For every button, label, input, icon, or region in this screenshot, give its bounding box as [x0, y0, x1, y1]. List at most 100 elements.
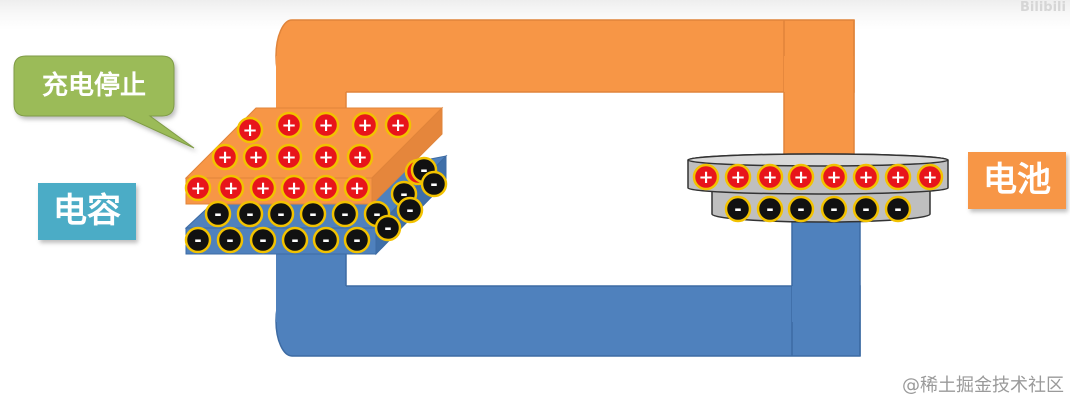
positive-charge-capacitor-top-plate-12: +: [217, 174, 245, 202]
negative-charge-capacitor-bottom-plate-11: -: [249, 226, 277, 254]
positive-charge-battery-positive-terminal-2: +: [724, 163, 752, 191]
charge-sign: +: [349, 178, 364, 199]
callout-bubble: [13, 55, 195, 149]
charge-circle: [884, 195, 912, 223]
charge-sign: -: [766, 199, 773, 220]
charge-circle: [756, 195, 784, 223]
negative-charge-capacitor-bottom-plate-17: -: [420, 170, 448, 198]
negative-charge-capacitor-bottom-plate-7: -: [331, 200, 359, 228]
charge-circle: [312, 143, 340, 171]
charge-circle: [820, 195, 848, 223]
charge-sign: -: [894, 199, 901, 220]
charge-sign: -: [291, 230, 298, 251]
charge-sign: -: [309, 204, 316, 225]
charge-circle: [420, 170, 448, 198]
charge-sign: -: [384, 218, 391, 239]
negative-charge-capacitor-bottom-plate-5: -: [267, 200, 295, 228]
negative-charge-capacitor-bottom-plate-15: -: [374, 214, 402, 242]
charge-circle: [787, 195, 815, 223]
charge-sign: -: [862, 199, 869, 220]
negative-charge-capacitor-bottom-plate-16: -: [396, 196, 424, 224]
charge-circle: [211, 143, 239, 171]
charge-circle: [351, 111, 379, 139]
positive-charge-capacitor-top-plate-9: +: [312, 143, 340, 171]
charge-circle: [396, 196, 424, 224]
negative-wire-rise-battery: [792, 214, 860, 322]
charge-sign: -: [373, 204, 380, 225]
charge-sign: +: [858, 167, 873, 188]
corner-logo-text: Bilibili: [1020, 0, 1066, 15]
positive-wire-top: [275, 19, 855, 93]
charge-circle: [275, 111, 303, 139]
callout: [13, 55, 195, 149]
positive-charge-capacitor-top-plate-13: +: [249, 174, 277, 202]
charge-circle: [281, 226, 309, 254]
charge-sign: +: [730, 167, 745, 188]
charge-circle: [331, 200, 359, 228]
top-plate-side: [371, 106, 443, 206]
charge-circle: [236, 116, 264, 144]
positive-wire-drop-battery: [784, 56, 854, 162]
charge-circle: [236, 200, 264, 228]
charge-sign: +: [793, 167, 808, 188]
charge-circle: [184, 174, 212, 202]
charge-circle: [184, 226, 212, 254]
charge-circle: [884, 163, 912, 191]
charge-circle: [204, 200, 232, 228]
negative-charge-capacitor-bottom-plate-4: -: [236, 200, 264, 228]
negative-charge-battery-negative-terminal-5: -: [852, 195, 880, 223]
charge-sign: +: [698, 167, 713, 188]
negative-charge-capacitor-bottom-plate-12: -: [281, 226, 309, 254]
negative-charge-capacitor-bottom-plate-14: -: [343, 226, 371, 254]
positive-charge-capacitor-top-plate-15: +: [312, 174, 340, 202]
positive-charge-capacitor-top-plate-1: +: [236, 116, 264, 144]
charge-circle: [374, 214, 402, 242]
charge-circle: [916, 163, 944, 191]
charge-sign: -: [734, 199, 741, 220]
positive-charge-battery-positive-terminal-5: +: [820, 163, 848, 191]
charge-sign: +: [223, 178, 238, 199]
positive-charge-battery-positive-terminal-7: +: [884, 163, 912, 191]
negative-charge-capacitor-bottom-plate-6: -: [299, 200, 327, 228]
charge-sign: +: [357, 115, 372, 136]
charge-sign: +: [390, 115, 405, 136]
charge-sign: -: [353, 230, 360, 251]
charge-sign: +: [281, 115, 296, 136]
charge-circle: [346, 143, 374, 171]
positive-charge-battery-positive-terminal-8: +: [916, 163, 944, 191]
charge-circle: [267, 200, 295, 228]
negative-charge-capacitor-bottom-plate-9: -: [184, 226, 212, 254]
charges-layer: +++++++++++++++++-----------------++++++…: [184, 111, 944, 254]
charge-sign: -: [226, 230, 233, 251]
negative-charge-battery-negative-terminal-2: -: [756, 195, 784, 223]
negative-charge-capacitor-bottom-plate-10: -: [216, 226, 244, 254]
charge-sign: +: [318, 178, 333, 199]
charge-sign: -: [259, 230, 266, 251]
positive-charge-capacitor-top-plate-4: +: [351, 111, 379, 139]
charge-sign: -: [322, 230, 329, 251]
charge-sign: -: [420, 160, 427, 181]
negative-charge-battery-negative-terminal-4: -: [820, 195, 848, 223]
negative-charge-battery-negative-terminal-1: -: [724, 195, 752, 223]
charge-circle: [217, 174, 245, 202]
charge-sign: -: [400, 184, 407, 205]
negative-charge-battery-negative-terminal-3: -: [787, 195, 815, 223]
positive-charge-capacitor-top-plate-16: +: [343, 174, 371, 202]
positive-charge-capacitor-top-plate-11: +: [184, 174, 212, 202]
charge-circle: [787, 163, 815, 191]
positive-charge-capacitor-top-plate-6: +: [211, 143, 239, 171]
charge-circle: [249, 174, 277, 202]
charge-sign: -: [214, 204, 221, 225]
charge-circle: [312, 174, 340, 202]
negative-charge-capacitor-bottom-plate-13: -: [312, 226, 340, 254]
callout-text: 充电停止: [41, 71, 146, 101]
positive-charge-capacitor-top-plate-7: +: [242, 143, 270, 171]
charge-sign: +: [890, 167, 905, 188]
charge-sign: +: [190, 178, 205, 199]
charge-circle: [249, 226, 277, 254]
charge-sign: -: [277, 204, 284, 225]
charge-circle: [280, 174, 308, 202]
positive-charge-capacitor-top-plate-5: +: [384, 111, 412, 139]
